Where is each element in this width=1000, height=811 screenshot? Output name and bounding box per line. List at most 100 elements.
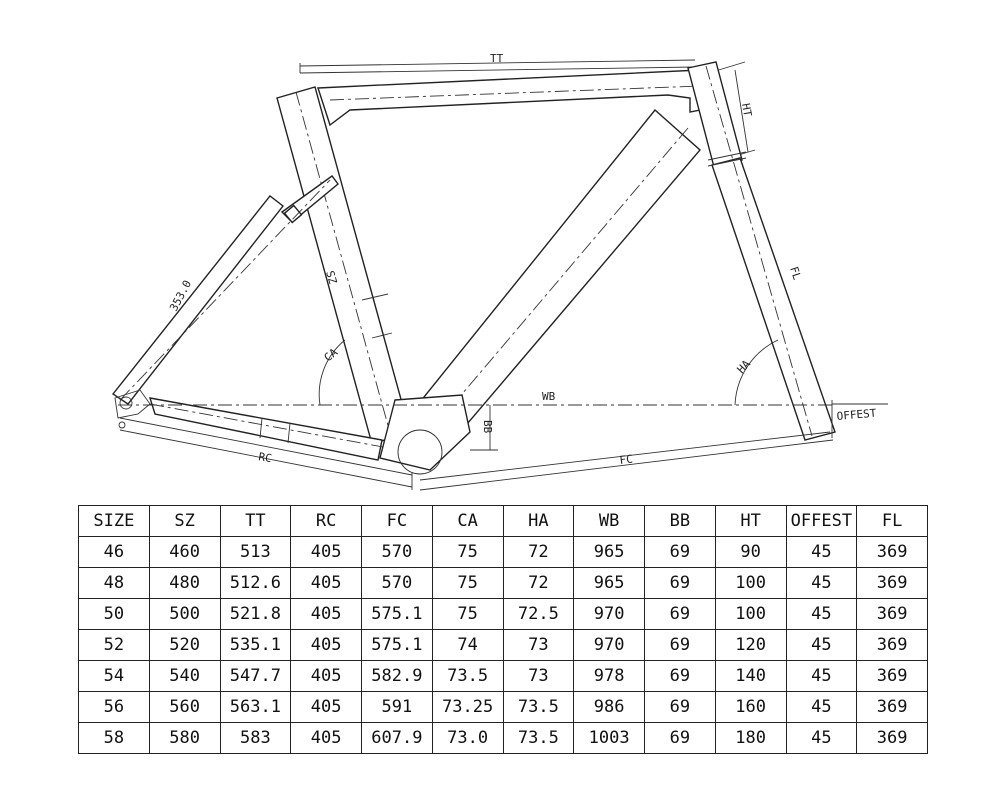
column-header: SZ [148, 505, 221, 537]
table-cell: 369 [856, 691, 928, 723]
column-header: SIZE [78, 505, 150, 537]
table-cell: 520 [148, 629, 221, 661]
table-row: 54 540 547.7 405 582.9 73.5 73 978 69 14… [78, 660, 928, 692]
label-rc: RC [257, 450, 272, 465]
column-header: FL [856, 505, 928, 537]
column-header: HT [714, 505, 787, 537]
table-cell: 69 [644, 691, 716, 723]
table-cell: 369 [856, 598, 928, 630]
table-cell: 575.1 [361, 598, 433, 630]
table-cell: 405 [290, 722, 362, 754]
table-row: 58 580 583 405 607.9 73.0 73.5 1003 69 1… [78, 722, 928, 754]
table-cell: 75 [431, 536, 504, 568]
table-row: 52 520 535.1 405 575.1 74 73 970 69 120 … [78, 629, 928, 661]
table-row: 50 500 521.8 405 575.1 75 72.5 970 69 10… [78, 598, 928, 630]
label-wb: WB [542, 390, 556, 403]
table-cell: 50 [78, 598, 150, 630]
table-cell: 45 [785, 629, 858, 661]
table-cell: 69 [644, 629, 716, 661]
table-cell: 535.1 [219, 629, 292, 661]
table-row: 56 560 563.1 405 591 73.25 73.5 986 69 1… [78, 691, 928, 723]
table-cell: 73 [502, 629, 575, 661]
table-cell: 970 [573, 629, 645, 661]
column-header: OFFEST [785, 505, 858, 537]
table-cell: 45 [785, 722, 858, 754]
table-cell: 970 [573, 598, 645, 630]
column-header: TT [219, 505, 292, 537]
table-cell: 369 [856, 660, 928, 692]
table-cell: 72.5 [502, 598, 575, 630]
label-offest: OFFEST [836, 407, 877, 423]
label-ht: HT [739, 102, 754, 118]
table-cell: 73.0 [431, 722, 504, 754]
wb-dimension: WB [118, 390, 833, 438]
head-tube-fork: FL [687, 61, 836, 441]
table-cell: 56 [78, 691, 150, 723]
table-cell: 1003 [573, 722, 645, 754]
table-cell: 100 [714, 598, 787, 630]
table-cell: 46 [78, 536, 150, 568]
table-cell: 45 [785, 567, 858, 599]
table-cell: 405 [290, 629, 362, 661]
seat-tube: SZ [276, 86, 411, 445]
table-cell: 74 [431, 629, 504, 661]
table-cell: 73.25 [431, 691, 504, 723]
table-cell: 563.1 [219, 691, 292, 723]
table-cell: 540 [148, 660, 221, 692]
label-ha: HA [735, 357, 754, 376]
chain-stay [114, 389, 411, 461]
table-cell: 460 [148, 536, 221, 568]
column-header: BB [644, 505, 716, 537]
table-cell: 575.1 [361, 629, 433, 661]
frame-geometry-drawing: TT HT SZ FL 353.0 [111, 52, 888, 491]
table-cell: 90 [714, 536, 787, 568]
table-cell: 583 [219, 722, 292, 754]
seat-stay: 353.0 [111, 175, 339, 405]
label-tt: TT [490, 52, 504, 65]
table-cell: 570 [361, 536, 433, 568]
table-cell: 48 [78, 567, 150, 599]
table-cell: 75 [431, 567, 504, 599]
table-cell: 986 [573, 691, 645, 723]
table-cell: 405 [290, 691, 362, 723]
table-cell: 45 [785, 598, 858, 630]
table-cell: 52 [78, 629, 150, 661]
table-cell: 521.8 [219, 598, 292, 630]
bb-dimension: BB [470, 405, 498, 451]
table-cell: 369 [856, 629, 928, 661]
table-cell: 160 [714, 691, 787, 723]
table-row: 46 460 513 405 570 75 72 965 69 90 45 36… [78, 536, 928, 568]
table-cell: 120 [714, 629, 787, 661]
table-cell: 480 [148, 567, 221, 599]
table-cell: 560 [148, 691, 221, 723]
down-tube [418, 108, 701, 431]
table-cell: 965 [573, 536, 645, 568]
table-cell: 72 [502, 536, 575, 568]
table-cell: 69 [644, 598, 716, 630]
column-header: RC [290, 505, 362, 537]
table-cell: 75 [431, 598, 504, 630]
table-cell: 72 [502, 567, 575, 599]
table-cell: 45 [785, 691, 858, 723]
offest-dimension: OFFEST [832, 403, 888, 423]
tt-dimension: TT [299, 52, 696, 74]
table-cell: 73.5 [502, 722, 575, 754]
table-cell: 69 [644, 660, 716, 692]
table-cell: 140 [714, 660, 787, 692]
table-cell: 73.5 [502, 691, 575, 723]
table-cell: 965 [573, 567, 645, 599]
table-cell: 45 [785, 536, 858, 568]
fc-dimension: FC [419, 431, 834, 491]
table-cell: 405 [290, 536, 362, 568]
label-ca: CA [322, 346, 341, 365]
table-cell: 369 [856, 567, 928, 599]
table-cell: 547.7 [219, 660, 292, 692]
table-cell: 513 [219, 536, 292, 568]
table-cell: 69 [644, 567, 716, 599]
table-header-row: SIZE SZ TT RC FC CA HA WB BB HT OFFEST F… [78, 505, 928, 537]
table-cell: 591 [361, 691, 433, 723]
column-header: FC [361, 505, 433, 537]
table-cell: 978 [573, 660, 645, 692]
table-cell: 570 [361, 567, 433, 599]
table-cell: 69 [644, 722, 716, 754]
